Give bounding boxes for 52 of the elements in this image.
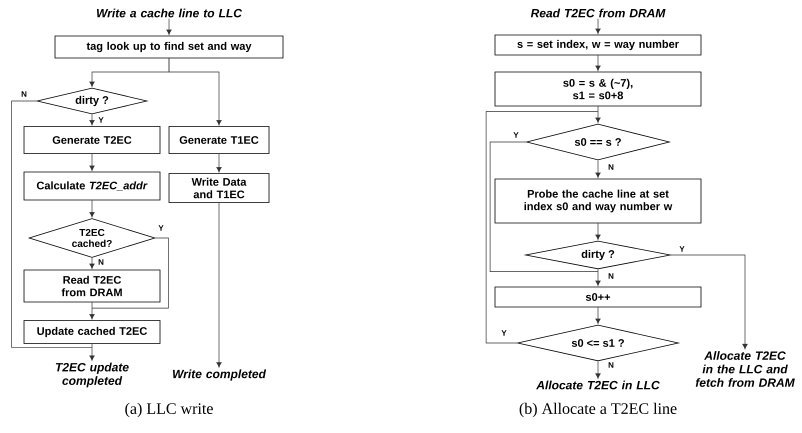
edge-label: N [608, 272, 614, 280]
figure-caption: (b) Allocate a T2EC line [520, 402, 677, 418]
arrow [168, 58, 222, 126]
process-box: Read T2EC from DRAM [24, 270, 160, 302]
process-box: Probe the cache line at set index s0 and way number w [494, 178, 702, 224]
arrow [89, 258, 95, 269]
edge-label: Y [158, 224, 164, 232]
process-box: Write Data and T1EC [168, 173, 270, 203]
connector-line [92, 238, 169, 308]
arrow [595, 223, 601, 240]
arrow [89, 347, 95, 361]
arrow [166, 18, 172, 35]
terminal-text: Write completed [173, 369, 266, 381]
arrow [216, 202, 222, 368]
arrow [595, 111, 601, 123]
arrow [670, 254, 748, 350]
process-box: tag look up to find set and way [54, 36, 284, 58]
edge-label: N [98, 258, 104, 266]
edge-label: N [608, 164, 614, 170]
arrow [89, 114, 95, 126]
arrow [595, 160, 601, 178]
process-box: Generate T2EC [24, 126, 160, 154]
connector-line [490, 142, 598, 272]
edge-label: Y [500, 330, 508, 336]
process-box: Generate T1EC [168, 126, 270, 154]
edge-label: N [20, 90, 28, 98]
arrow [89, 154, 95, 171]
edge-label: Y [678, 246, 686, 252]
connector-line [486, 111, 598, 344]
arrow [595, 361, 601, 379]
figure-caption: (a) LLC write [125, 402, 213, 418]
connector-line [11, 100, 92, 348]
arrow [595, 55, 601, 71]
edge-label: N [608, 362, 614, 368]
arrow [595, 307, 601, 324]
arrow [595, 271, 601, 286]
arrow [89, 308, 95, 320]
terminal-text: T2EC update completed [56, 362, 129, 388]
arrow [89, 200, 95, 218]
terminal-text: Write a cache line to LLC [97, 8, 242, 18]
terminal-text: Allocate T2EC in LLC [536, 380, 660, 390]
terminal-text: Allocate T2EC in the LLC and fetch from DRAM [696, 351, 795, 387]
process-box: Calculate T2EC_addr [24, 172, 160, 200]
process-box: s = set index, w = way number [494, 34, 702, 56]
terminal-text: Read T2EC from DRAM [530, 8, 666, 18]
process-box: s0++ [494, 286, 702, 308]
process-box: Update cached T2EC [24, 320, 160, 344]
edge-label: Y [512, 132, 520, 138]
edge-label: Y [98, 116, 104, 124]
arrow [595, 18, 601, 34]
arrow [216, 154, 222, 172]
process-box: s0 = s & (~7), s1 = s0+8 [494, 72, 702, 106]
